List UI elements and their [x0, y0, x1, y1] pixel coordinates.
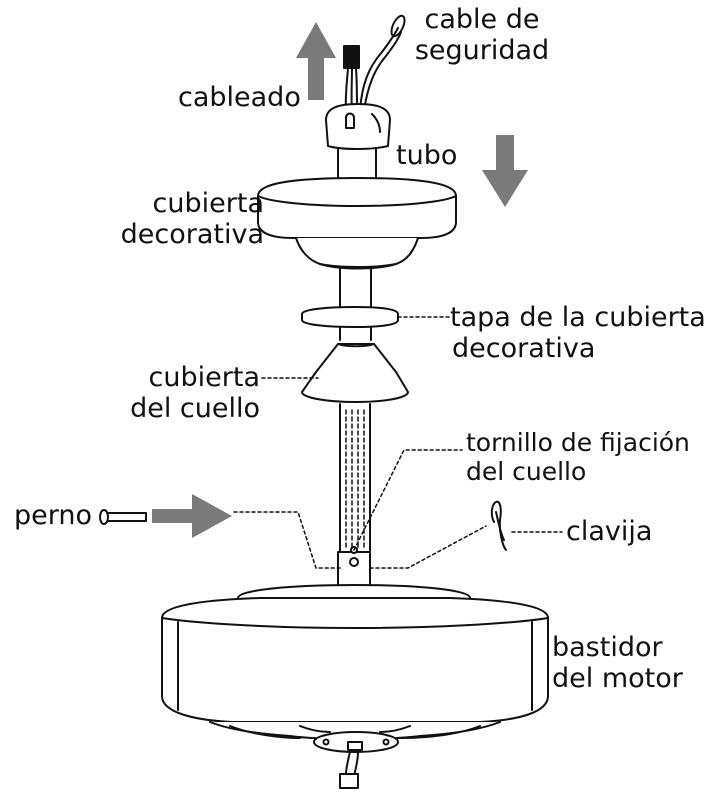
label-motor-housing: bastidor del motor [552, 632, 683, 694]
arrow-right-icon [152, 494, 232, 538]
label-canopy: cubierta decorativa [98, 188, 264, 250]
canopy-cover [301, 306, 399, 328]
leader-clip [369, 525, 487, 569]
label-collar-set-screw-line1: tornillo de fijación [466, 428, 690, 457]
label-downrod: tubo [396, 140, 458, 171]
downrod-lower [339, 325, 372, 341]
downrod-middle [339, 261, 372, 311]
label-canopy-cover-line2: decorativa [452, 333, 596, 364]
label-canopy-line2: decorativa [120, 219, 264, 250]
label-safety-cable-line2: seguridad [414, 35, 550, 66]
pin [99, 509, 147, 525]
arrow-down-icon [482, 135, 528, 207]
label-collar-cover-line2: del cuello [130, 393, 260, 424]
safety-cable [359, 14, 406, 111]
label-wiring: cableado [178, 82, 301, 113]
motor-housing [161, 584, 549, 740]
hanger-ball [325, 103, 391, 150]
arrow-up-icon [296, 22, 336, 100]
label-collar-cover: cubierta del cuello [94, 362, 260, 424]
label-canopy-line1: cubierta [152, 188, 264, 219]
label-safety-cable-line1: cable de [424, 4, 540, 35]
leader-lines [233, 316, 563, 569]
leader-pin [233, 511, 341, 569]
downrod-lower-section [339, 403, 371, 553]
label-collar-set-screw-line2: del cuello [466, 457, 587, 486]
wiring-bundle [343, 45, 360, 113]
label-canopy-cover: tapa de la cubierta decorativa [450, 302, 705, 364]
label-motor-housing-line2: del motor [552, 663, 683, 694]
collar-cover [301, 343, 409, 403]
label-pin: perno [14, 500, 93, 531]
leader-set-screw [353, 449, 463, 551]
label-safety-cable: cable de seguridad [402, 4, 562, 66]
label-clip: clavija [566, 516, 653, 547]
clip [490, 500, 507, 551]
downrod [337, 147, 377, 181]
label-canopy-cover-line1: tapa de la cubierta [450, 302, 705, 333]
label-collar-set-screw: tornillo de fijación del cuello [466, 428, 690, 486]
label-motor-housing-line1: bastidor [552, 632, 663, 663]
switch-housing-plate [313, 731, 399, 789]
label-collar-cover-line1: cubierta [148, 362, 260, 393]
canopy [257, 177, 457, 270]
motor-collar [337, 546, 371, 589]
